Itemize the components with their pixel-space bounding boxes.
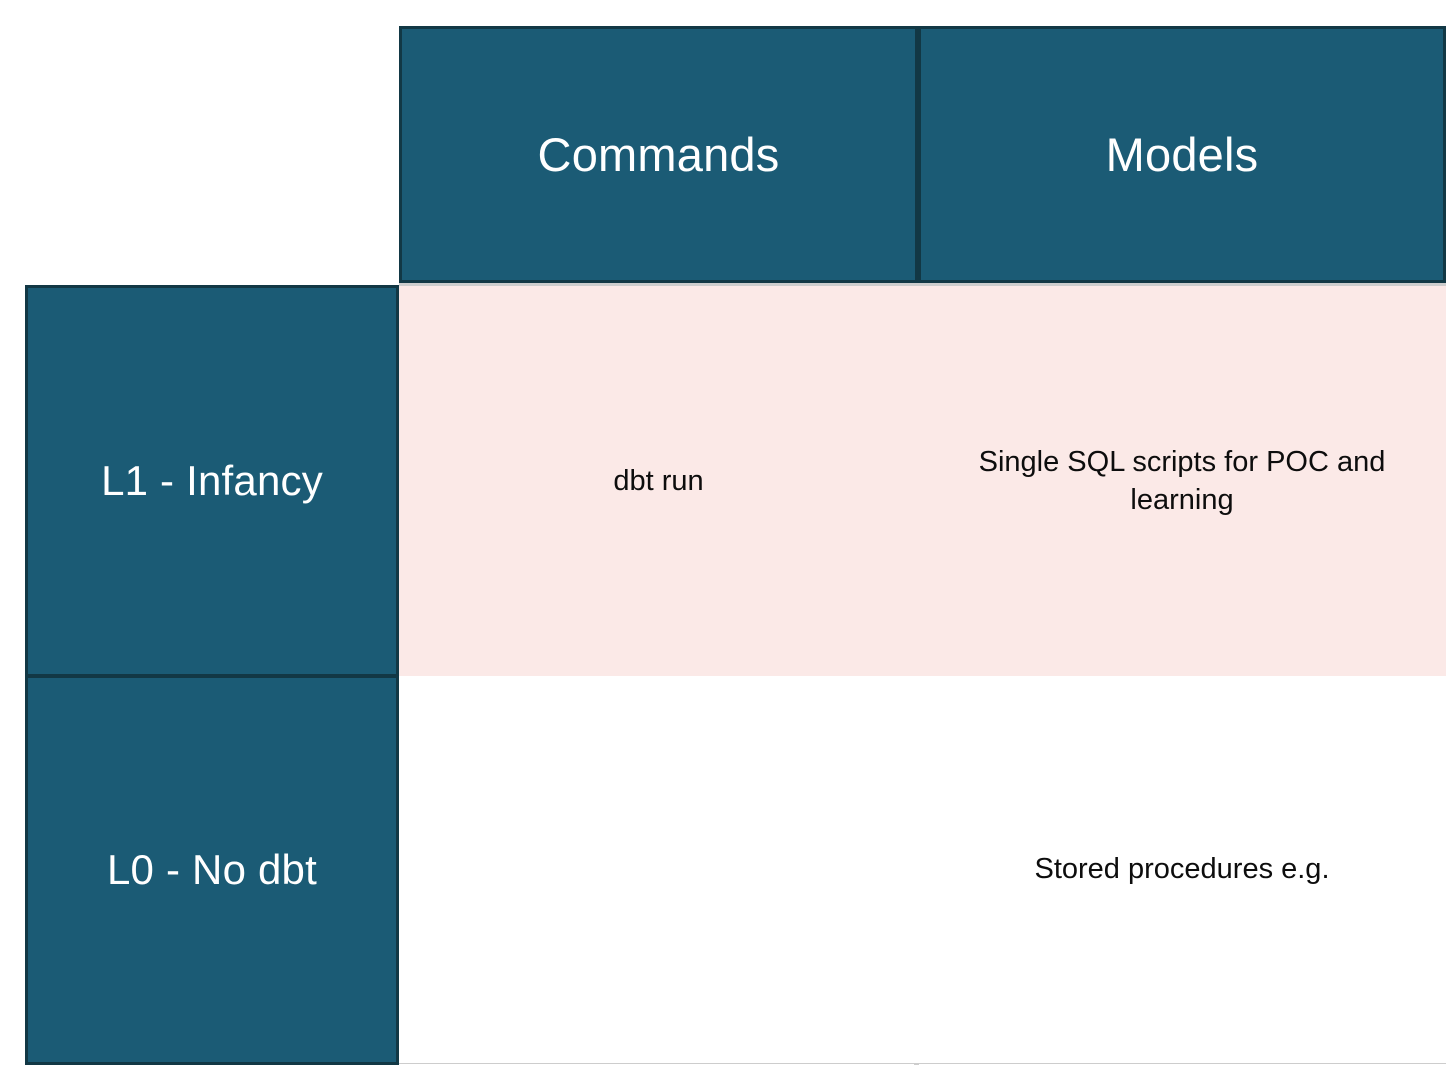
cell-l0-models: Stored procedures e.g. xyxy=(918,676,1446,1063)
column-header-commands: Commands xyxy=(399,26,918,283)
column-header-models: Models xyxy=(918,26,1446,283)
cell-l1-commands-text: dbt run xyxy=(613,464,704,497)
column-header-commands-label: Commands xyxy=(537,128,780,181)
grid-rule-horizontal-top xyxy=(399,283,1446,287)
cell-l1-models: Single SQL scripts for POC and learning xyxy=(918,286,1446,676)
cell-l0-models-text: Stored procedures e.g. xyxy=(1034,853,1330,886)
row-header-l1-infancy: L1 - Infancy xyxy=(25,285,399,677)
row-header-l0-label: L0 - No dbt xyxy=(107,846,317,893)
row-header-l1-label: L1 - Infancy xyxy=(101,457,323,504)
column-header-models-label: Models xyxy=(1105,128,1259,181)
cell-l0-commands xyxy=(399,676,918,1063)
cell-l1-models-text: Single SQL scripts for POC and learning xyxy=(978,445,1386,516)
cell-l1-commands: dbt run xyxy=(399,286,918,676)
row-header-l0-no-dbt: L0 - No dbt xyxy=(25,675,399,1065)
